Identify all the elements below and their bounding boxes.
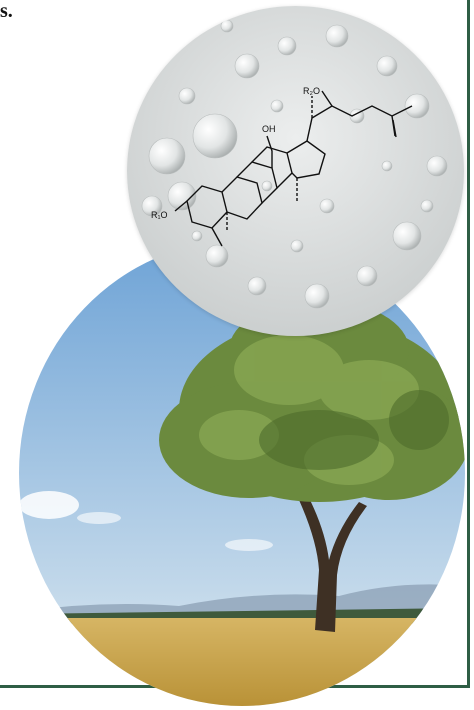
cropped-heading-text: s. — [0, 0, 13, 22]
foam-molecule-image: R₂O OH R₁O — [127, 6, 464, 336]
foam-bubbles — [141, 19, 448, 309]
oh-label: OH — [262, 124, 276, 134]
steroid-molecule-diagram — [174, 90, 413, 247]
r2o-label: R₂O — [303, 86, 320, 96]
r1o-label: R₁O — [151, 210, 168, 220]
